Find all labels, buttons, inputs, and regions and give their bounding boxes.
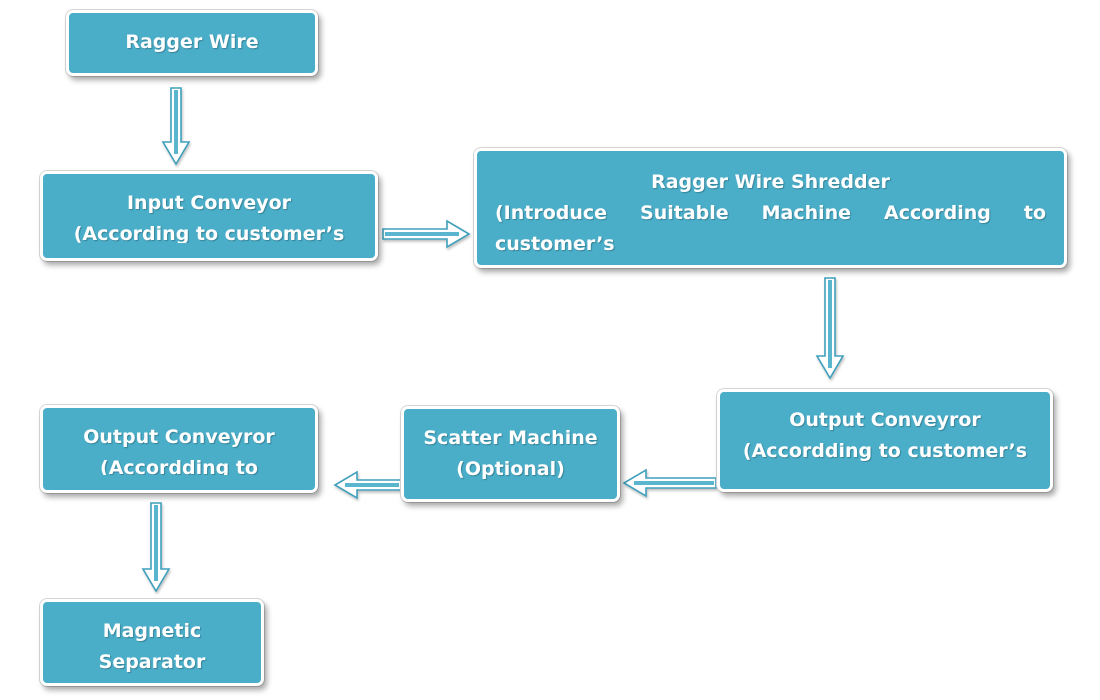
node-output-conveyor-right-title: Output Conveyror <box>789 409 981 431</box>
arrow-ragger-wire-to-input-conveyor <box>161 87 191 166</box>
arrow-output-conveyor-left-to-magnetic-separator <box>141 502 171 593</box>
node-output-conveyor-right: Output Conveyror (Accordding to customer… <box>717 389 1053 492</box>
arrow-output-conveyor-right-to-scatter-machine <box>622 468 717 498</box>
arrow-shredder-to-output-conveyor-right <box>815 277 845 380</box>
node-output-conveyor-left: Output Conveyror (Accordding to <box>40 405 318 493</box>
node-input-conveyor-subtitle: (According to customer’s <box>73 223 345 243</box>
node-magnetic-separator: Magnetic Separator <box>40 599 264 686</box>
node-scatter-machine-subtitle: (Optional) <box>456 458 565 480</box>
node-scatter-machine-title: Scatter Machine <box>423 427 598 449</box>
node-magnetic-separator-line1: Magnetic <box>102 620 202 642</box>
node-ragger-wire-label: Ragger Wire <box>125 31 259 53</box>
node-input-conveyor: Input Conveyor (According to customer’s <box>40 171 378 261</box>
arrow-scatter-machine-to-output-conveyor-left <box>333 470 402 500</box>
node-scatter-machine: Scatter Machine (Optional) <box>401 406 620 502</box>
node-input-conveyor-title: Input Conveyor <box>126 192 292 214</box>
node-ragger-wire: Ragger Wire <box>66 10 318 76</box>
node-output-conveyor-right-subtitle: (Accordding to customer’s <box>742 440 1028 462</box>
node-shredder-line2: (Introduce Suitable Machine According to… <box>495 202 1046 255</box>
node-shredder-line3: Needs ) <box>477 260 1064 265</box>
arrow-input-conveyor-to-shredder <box>382 219 471 249</box>
node-magnetic-separator-line2: Separator <box>98 651 206 673</box>
node-shredder: Ragger Wire Shredder (Introduce Suitable… <box>474 148 1067 268</box>
node-shredder-title: Ragger Wire Shredder <box>651 171 890 193</box>
node-output-conveyor-left-title: Output Conveyror <box>83 426 275 448</box>
node-output-conveyor-left-subtitle: (Accordding to <box>100 457 258 475</box>
